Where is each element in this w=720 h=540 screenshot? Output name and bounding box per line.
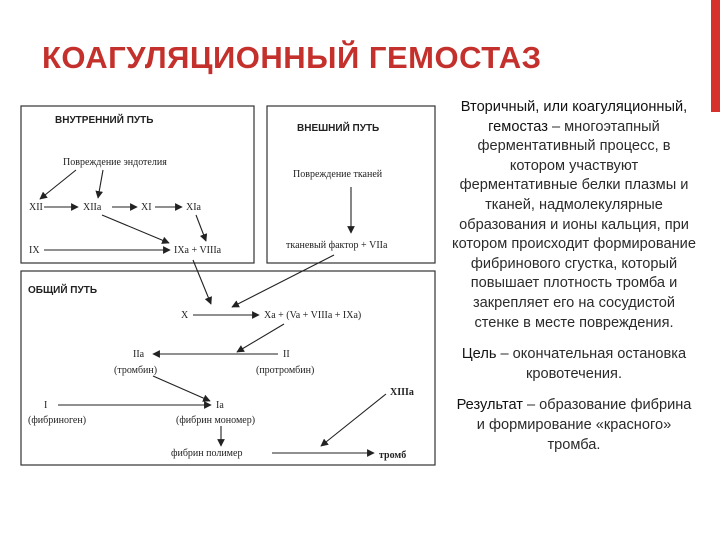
factor-ii-label: II [283, 349, 290, 360]
arrow-xiiia-to-polymer [320, 393, 387, 447]
pathway-arrows [39, 169, 387, 457]
definition-rest: – многоэтапный ферментативный процесс, в… [452, 118, 696, 331]
factor-xiia-label: XIIa [83, 202, 102, 213]
definition-lead: Вторичный, или коагуляционный, гемостаз [460, 99, 688, 135]
factor-xi-label: XI [141, 202, 152, 213]
common-header: ОБЩИЙ ПУТЬ [28, 283, 97, 296]
factor-ix-label: IX [29, 245, 40, 256]
arrow-tf-to-x [231, 254, 335, 308]
accent-bar [711, 0, 720, 112]
coagulation-diagram: ВНУТРЕННИЙ ПУТЬ Повреждение эндотелия XI… [18, 103, 438, 468]
thrombus-label: тромб [379, 450, 406, 461]
goal-paragraph: Цель – окончательная остановка кровотече… [451, 345, 697, 384]
factor-ia-label: Ia [216, 400, 224, 411]
arrow-xa-to-iia [236, 323, 285, 353]
arrow-iia-to-ia [152, 375, 211, 402]
extrinsic-header: ВНЕШНИЙ ПУТЬ [297, 121, 379, 134]
factor-xia-label: XIa [186, 202, 202, 213]
arrow-xia-to-ixa [195, 214, 208, 242]
thrombin-label: (тромбин) [114, 365, 157, 376]
factor-xiiia-label: XIIIa [390, 387, 414, 398]
factor-iia-label: IIa [133, 349, 145, 360]
arrow-damage-to-xii [39, 169, 77, 200]
factor-xii-label: XII [29, 202, 43, 213]
fibrin-polymer-label: фибрин полимер [171, 448, 242, 459]
factor-x-label: X [181, 310, 189, 321]
intrinsic-pathway-panel [20, 105, 255, 264]
description-text: Вторичный, или коагуляционный, гемостаз … [451, 98, 697, 467]
result-paragraph: Результат – образование фибрина и формир… [451, 396, 697, 455]
goal-rest: – окончательная остановка кровотечения. [496, 346, 687, 382]
endothelium-damage-label: Повреждение эндотелия [63, 157, 167, 168]
result-label: Результат [456, 397, 523, 414]
factor-i-label: I [44, 400, 47, 411]
arrow-ixa-to-x [192, 259, 212, 305]
tissue-factor-label: тканевый фактор + VIIa [286, 240, 388, 251]
result-rest: – образование фибрина и формирование «кр… [476, 397, 692, 453]
arrow-damage-to-xiia [95, 169, 104, 199]
xa-complex-label: Xa + (Va + VIIIa + IXa) [264, 310, 361, 321]
slide-title: КОАГУЛЯЦИОННЫЙ ГЕМОСТАЗ [42, 40, 542, 75]
definition-paragraph: Вторичный, или коагуляционный, гемостаз … [451, 98, 697, 333]
prothrombin-label: (протромбин) [256, 365, 314, 376]
arrow-xiia-to-ixa [101, 214, 170, 244]
fibrin-monomer-label: (фибрин мономер) [176, 415, 255, 426]
extrinsic-pathway-panel [266, 105, 436, 264]
goal-label: Цель [461, 346, 497, 363]
fibrinogen-label: (фибриноген) [28, 415, 86, 426]
common-pathway-panel [20, 270, 436, 466]
ixa-viiia-label: IXa + VIIIa [174, 245, 222, 256]
intrinsic-header: ВНУТРЕННИЙ ПУТЬ [55, 113, 153, 126]
tissue-damage-label: Повреждение тканей [293, 169, 383, 180]
